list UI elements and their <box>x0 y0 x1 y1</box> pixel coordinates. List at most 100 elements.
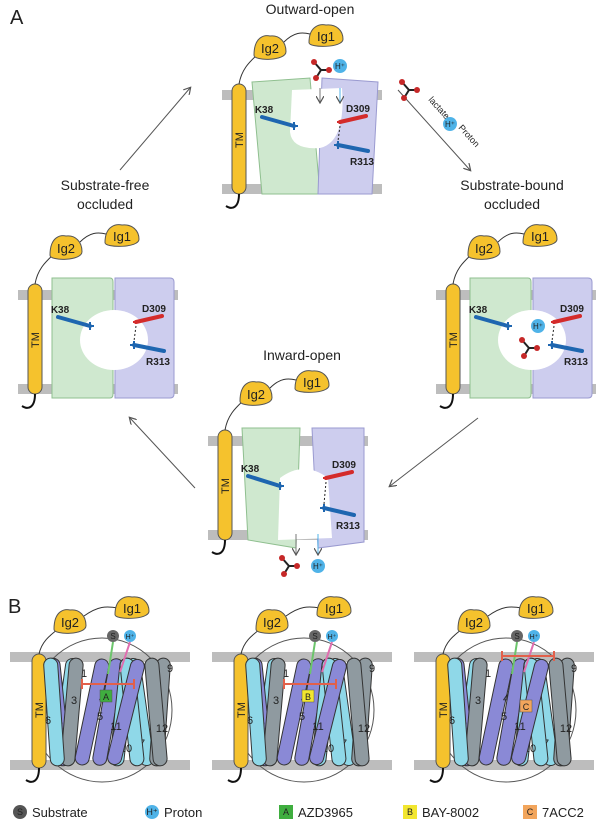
r313-charge <box>130 341 138 349</box>
r313-sidechain <box>550 343 584 353</box>
k38-charge <box>86 322 94 330</box>
ig1-domain <box>518 596 554 619</box>
helix-label-6: 6 <box>449 715 455 727</box>
ig2-domain-label: Ig2 <box>263 615 281 630</box>
structure-azd3965: TMIg2Ig1123456789101112SH⁺A <box>10 596 190 783</box>
helix-12 <box>548 657 572 767</box>
proton-path <box>119 641 131 673</box>
r313-label: R313 <box>350 157 374 168</box>
cycle-arrow-outward-to-bound <box>397 89 470 170</box>
panel-a-letter: A <box>10 7 24 29</box>
substrate-cavity <box>290 88 343 149</box>
k38-sidechain <box>246 474 282 488</box>
proton-symbol: H⁺ <box>530 634 539 641</box>
tm-tail <box>21 393 36 409</box>
d309-sidechain <box>134 314 164 324</box>
k38-sidechain <box>474 315 510 328</box>
helix-label-9: 9 <box>167 663 173 675</box>
r313-sidechain <box>132 343 166 353</box>
ig1-domain <box>114 596 150 619</box>
state-label-bound-line1: Substrate-bound <box>460 177 564 193</box>
r313-charge <box>548 341 556 349</box>
legend-swatch-0 <box>13 805 27 819</box>
legend-label-1: Proton <box>164 805 202 820</box>
ig1-domain-label: Ig1 <box>527 601 545 616</box>
d309-label: D309 <box>346 104 370 115</box>
ig-linker-2 <box>79 232 107 243</box>
legend-label-2: AZD3965 <box>298 805 353 820</box>
d309-label: D309 <box>332 460 356 471</box>
inhibitor-marker-letter: A <box>103 692 109 702</box>
substrate-icon <box>107 630 119 642</box>
helix-11 <box>309 658 347 766</box>
ig1-domain-label: Ig1 <box>317 29 335 44</box>
tm-label: TM <box>34 702 46 718</box>
tm-tail <box>227 767 242 783</box>
cycle-arrow-bound-to-inward <box>390 417 479 486</box>
helix-label-3: 3 <box>71 695 77 707</box>
bound-proton-icon <box>531 319 545 333</box>
helix-6 <box>43 657 65 767</box>
tm-label: TM <box>448 332 460 348</box>
legend-symbol-4: C <box>527 807 534 817</box>
ig-linker-2 <box>497 232 525 243</box>
substrate-cavity <box>278 469 332 540</box>
proton-icon <box>528 630 540 642</box>
k38-sidechain <box>56 315 92 328</box>
salt-bridge <box>337 125 341 142</box>
k38-charge <box>504 322 512 330</box>
helix-label-6: 6 <box>45 715 51 727</box>
ig2-domain <box>239 381 273 406</box>
proton-entering-icon <box>333 59 347 73</box>
helix-label-5: 5 <box>501 711 507 723</box>
bound-substrate-icon <box>519 337 540 359</box>
helix-12 <box>144 657 168 767</box>
d309-sidechain <box>552 314 582 324</box>
ig1-domain <box>294 370 330 393</box>
proton-icon <box>124 630 136 642</box>
d309-label: D309 <box>560 304 584 315</box>
k38-label: K38 <box>255 105 274 116</box>
helix-label-9: 9 <box>571 663 577 675</box>
legend-label-0: Substrate <box>32 805 88 820</box>
r313-label: R313 <box>564 357 588 368</box>
structure-7acc2: TMIg2Ig1123456789101112SH⁺C <box>414 596 594 783</box>
helix-label-5: 5 <box>299 711 305 723</box>
tm-label: TM <box>438 702 450 718</box>
helix-label-12: 12 <box>358 723 370 735</box>
proton-entering-icon-symbol: H⁺ <box>335 62 345 71</box>
substrate-symbol: S <box>110 632 115 641</box>
legend-swatch-1 <box>145 805 159 819</box>
helix-6 <box>245 657 267 767</box>
substrate-icon <box>309 630 321 642</box>
k38-label: K38 <box>469 305 488 316</box>
structure-bay8002: TMIg2Ig1123456789101112SH⁺B <box>212 596 392 783</box>
ig1-domain-label: Ig1 <box>531 229 549 244</box>
substrate-cavity <box>498 310 566 370</box>
tm-tail <box>25 767 40 783</box>
d309-sidechain <box>324 470 354 480</box>
helix-11 <box>107 658 145 766</box>
ig2-domain <box>49 235 83 260</box>
helix-12 <box>346 657 370 767</box>
substrate-path <box>309 641 316 675</box>
inhibitor-marker-letter: C <box>523 702 530 712</box>
ig2-domain <box>53 609 87 634</box>
tm-label: TM <box>234 132 246 148</box>
proton-symbol: H⁺ <box>126 634 135 641</box>
legend-symbol-2: A <box>283 807 289 817</box>
salt-bridge <box>551 325 555 342</box>
lactate-molecule-icon <box>399 79 420 101</box>
substrate-symbol: S <box>312 632 317 641</box>
state-label-free-line1: Substrate-free <box>61 177 150 193</box>
legend-symbol-1: H⁺ <box>146 807 157 817</box>
ig2-domain <box>457 609 491 634</box>
bound-proton-icon-symbol: H⁺ <box>533 322 543 331</box>
helix-3 <box>262 657 286 767</box>
k38-label: K38 <box>241 464 260 475</box>
